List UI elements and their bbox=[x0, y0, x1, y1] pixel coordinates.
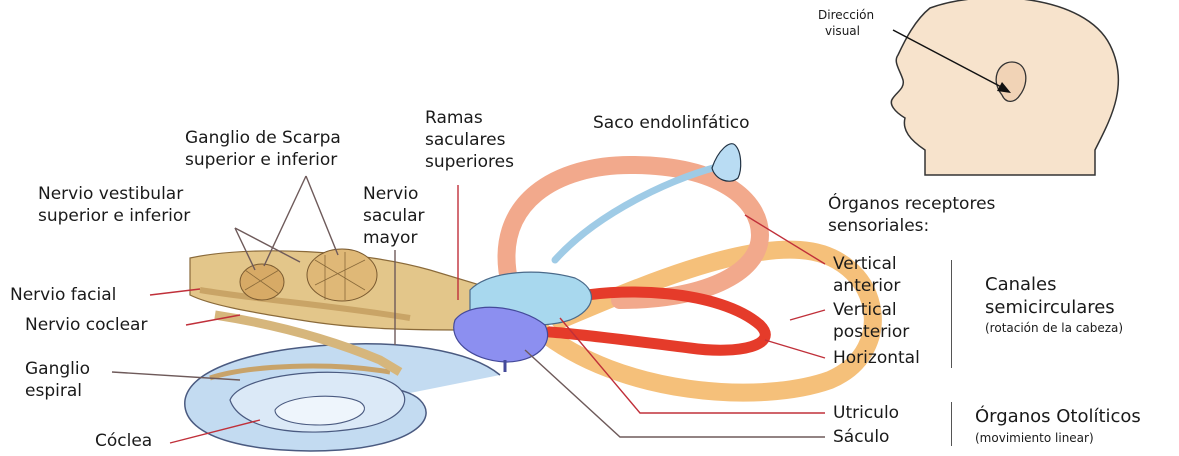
group-otoliticos-note: (movimiento linear) bbox=[975, 431, 1094, 446]
head-inset bbox=[891, 0, 1118, 175]
label-nervio-sacular-3: mayor bbox=[363, 228, 417, 249]
label-nervio-sacular-1: Nervio bbox=[363, 184, 418, 205]
label-vertical-posterior-2: posterior bbox=[833, 322, 909, 343]
label-ganglio-scarpa-1: Ganglio de Scarpa bbox=[185, 128, 341, 149]
label-vertical-anterior-2: anterior bbox=[833, 276, 900, 297]
posterior-canal bbox=[540, 250, 873, 393]
label-nervio-coclear: Nervio coclear bbox=[25, 315, 147, 336]
label-organos-receptores-2: sensoriales: bbox=[828, 216, 929, 237]
label-ganglio-scarpa-2: superior e inferior bbox=[185, 150, 337, 171]
label-vertical-anterior-1: Vertical bbox=[833, 254, 897, 275]
label-coclea: Cóclea bbox=[95, 431, 152, 452]
label-ramas-3: superiores bbox=[425, 152, 514, 173]
label-horizontal: Horizontal bbox=[833, 348, 920, 369]
leader-horizontal bbox=[765, 340, 825, 358]
label-ramas-1: Ramas bbox=[425, 108, 483, 129]
group-otoliticos: Órganos Otolíticos bbox=[975, 405, 1141, 428]
label-vertical-posterior-1: Vertical bbox=[833, 300, 897, 321]
bracket-canales bbox=[945, 260, 952, 368]
head-label-line2: visual bbox=[825, 24, 860, 38]
label-nervio-facial: Nervio facial bbox=[10, 285, 116, 306]
leader-scarpa-2 bbox=[306, 176, 338, 255]
leader-posterior bbox=[790, 310, 825, 320]
label-nervio-vestibular-1: Nervio vestibular bbox=[38, 184, 183, 205]
label-nervio-vestibular-2: superior e inferior bbox=[38, 206, 190, 227]
group-canales-note: (rotación de la cabeza) bbox=[985, 321, 1123, 336]
label-ganglio-espiral-2: espiral bbox=[25, 381, 82, 402]
label-saco-endolinfatico: Saco endolinfático bbox=[593, 113, 750, 134]
bracket-otoliticos bbox=[945, 402, 952, 446]
label-ramas-2: saculares bbox=[425, 130, 505, 151]
group-canales-2: semicirculares bbox=[985, 296, 1115, 319]
head-label-line1: Dirección bbox=[818, 8, 874, 22]
cochlea bbox=[185, 344, 500, 451]
group-canales-1: Canales bbox=[985, 273, 1057, 296]
label-nervio-sacular-2: sacular bbox=[363, 206, 425, 227]
scarpa-ganglion-right bbox=[307, 249, 377, 301]
label-utriculo: Utriculo bbox=[833, 403, 899, 424]
label-ganglio-espiral-1: Ganglio bbox=[25, 359, 90, 380]
label-saculo: Sáculo bbox=[833, 427, 889, 448]
endolymphatic-sac bbox=[712, 144, 741, 181]
label-organos-receptores-1: Órganos receptores bbox=[828, 194, 995, 215]
